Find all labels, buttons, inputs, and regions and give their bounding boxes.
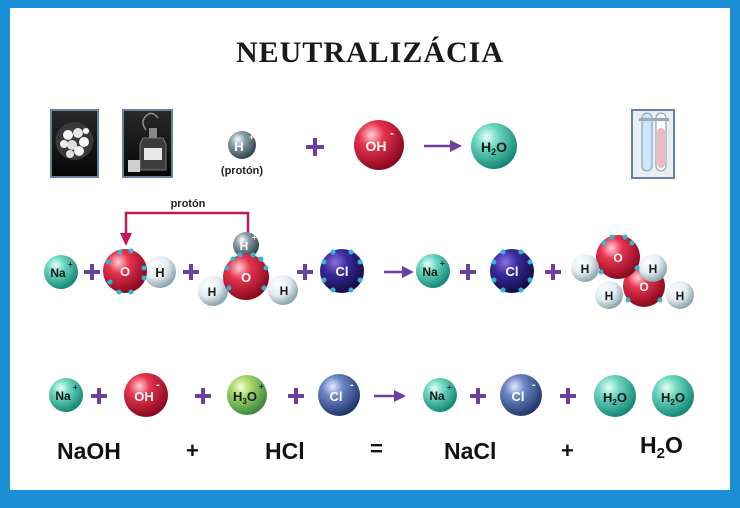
water-molecules-model: O H H O H H: [571, 234, 694, 309]
reaction-arrow: [374, 390, 406, 402]
electron-dots: [224, 252, 269, 291]
svg-text:+: +: [68, 260, 73, 269]
proton-ion: H + (protón): [221, 131, 263, 177]
svg-text:H2O: H2O: [603, 390, 627, 407]
svg-text:H: H: [676, 289, 685, 303]
svg-text:O: O: [120, 264, 130, 279]
chloride-ion-model: Cl: [490, 249, 534, 293]
svg-text:Na: Na: [50, 266, 66, 280]
svg-text:-: -: [156, 379, 160, 391]
photo-white-crystals-icon: [50, 109, 99, 178]
svg-text:O: O: [613, 251, 622, 265]
svg-text:O: O: [639, 280, 648, 294]
water-molecule: H2O: [652, 375, 694, 417]
proton-transfer-arrow: protón: [120, 198, 250, 246]
proton-charge: +: [249, 132, 254, 142]
chloride-ion: Cl -: [500, 374, 542, 416]
electron-dots: [491, 249, 533, 293]
equation-plus: +: [561, 438, 574, 463]
svg-text:H: H: [240, 239, 249, 253]
svg-text:Cl: Cl: [506, 264, 519, 279]
svg-text:H3O: H3O: [233, 389, 257, 406]
equation-equals: =: [370, 436, 383, 461]
hydroxide-ion: OH -: [124, 373, 168, 417]
svg-text:H: H: [649, 262, 658, 276]
hydroxide-label: OH: [366, 138, 387, 154]
chloride-ion-model: Cl: [320, 249, 364, 293]
equation-plus: +: [186, 438, 199, 463]
svg-text:Cl: Cl: [330, 389, 343, 404]
hydroxide-ion-model: H O: [103, 248, 176, 295]
plus-sign: [195, 388, 211, 404]
chloride-ion: Cl -: [318, 374, 360, 416]
equation-hcl: HCl: [265, 438, 305, 464]
svg-text:+: +: [252, 233, 257, 242]
hydroxide-charge: -: [390, 126, 394, 140]
svg-text:+: +: [440, 259, 445, 268]
svg-text:H2O: H2O: [661, 390, 685, 407]
water-molecule: H2O: [594, 375, 636, 417]
svg-text:-: -: [350, 379, 354, 391]
svg-text:Cl: Cl: [512, 389, 525, 404]
svg-text:H: H: [208, 285, 217, 299]
page-title: NEUTRALIZÁCIA: [235, 36, 505, 69]
svg-text:Na: Na: [429, 389, 445, 403]
photo-test-tubes-icon: [631, 109, 675, 179]
svg-text:O: O: [241, 270, 251, 285]
sodium-ion: Na +: [423, 378, 457, 412]
plus-sign: [297, 264, 313, 280]
equation-nacl: NaCl: [444, 438, 497, 464]
svg-text:+: +: [447, 383, 452, 392]
proton-caption: (protón): [221, 165, 263, 177]
svg-text:H: H: [155, 265, 164, 280]
svg-text:Na: Na: [55, 389, 71, 403]
sodium-ion: Na +: [49, 378, 83, 412]
equation-naoh: NaOH: [57, 438, 121, 464]
plus-sign: [183, 264, 199, 280]
svg-text:H: H: [581, 262, 590, 276]
water-molecule: H2O: [471, 123, 517, 169]
equation-h2o: H2O: [640, 432, 683, 462]
svg-text:-: -: [532, 379, 536, 391]
svg-text:H: H: [605, 289, 614, 303]
electron-dots: [105, 248, 147, 295]
water-formula: H2O: [481, 139, 507, 157]
plus-sign: [545, 264, 561, 280]
hydronium-ion: H3O +: [227, 375, 267, 415]
plus-sign: [288, 388, 304, 404]
plus-sign: [84, 264, 100, 280]
plus-sign: [560, 388, 576, 404]
plus-sign: [460, 264, 476, 280]
electron-dots: [598, 234, 663, 303]
svg-text:Na: Na: [422, 265, 438, 279]
plus-sign: [470, 388, 486, 404]
svg-text:+: +: [73, 383, 78, 392]
hydronium-ion-model: H + H H O: [198, 232, 298, 306]
electron-dots: [321, 249, 363, 293]
plus-sign: [306, 138, 324, 156]
reaction-arrow: [384, 266, 414, 278]
svg-text:OH: OH: [134, 389, 154, 404]
sodium-ion: Na +: [44, 255, 78, 289]
reaction-arrow: [424, 140, 462, 152]
sodium-ion: Na +: [416, 254, 450, 288]
plus-sign: [91, 388, 107, 404]
photo-reagent-bottle-icon: [122, 109, 173, 178]
proton-transfer-label: protón: [171, 198, 206, 210]
hydroxide-ion: OH -: [354, 120, 404, 170]
svg-text:Cl: Cl: [336, 264, 349, 279]
proton-label: H: [234, 139, 243, 154]
svg-text:H: H: [280, 284, 289, 298]
svg-text:+: +: [259, 382, 264, 391]
